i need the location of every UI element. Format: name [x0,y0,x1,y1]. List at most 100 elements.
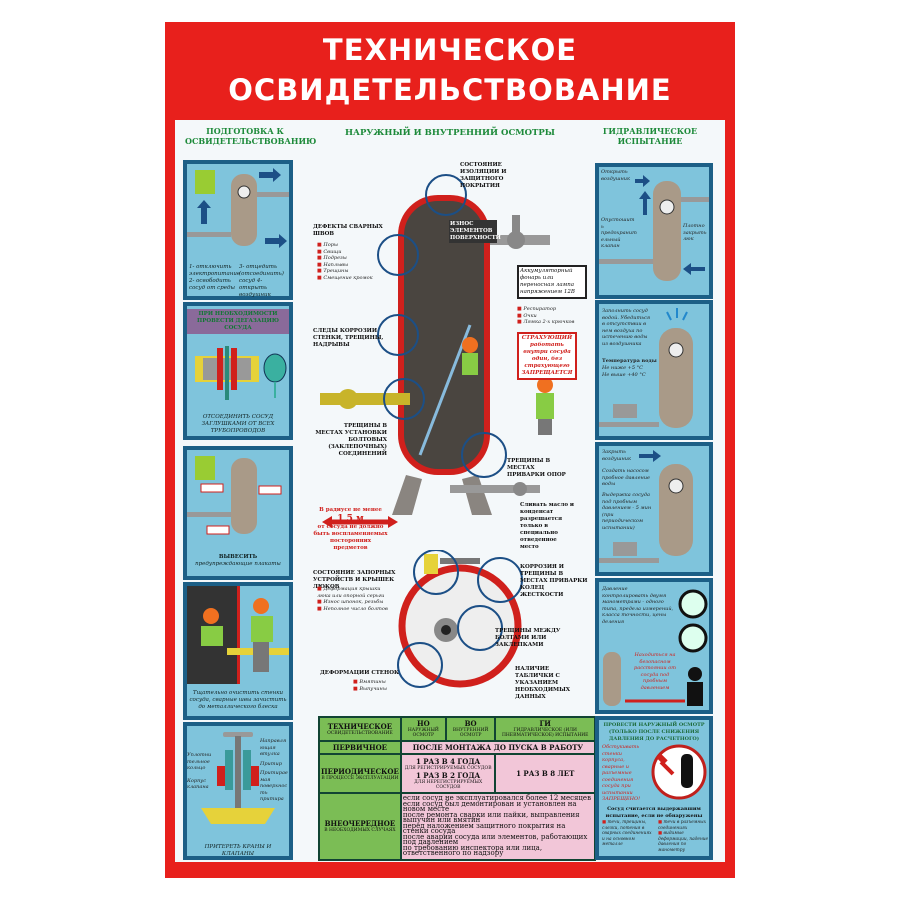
label: Направляющая втулка [260,738,287,757]
ppe-list: РеспираторОчкиЛямка 2-х крючков [517,306,574,326]
left-panel-valves: Направляющая втулка Притир Притираемая п… [183,722,293,860]
vessel-disconnect-illustration [187,168,289,248]
arrow-icon [639,450,661,462]
workers-cleaning-illustration [187,586,289,684]
list-item: Вмятины [353,679,387,686]
manhole-illustration [397,550,523,688]
center-column-heading: НАРУЖНЫЙ И ВНУТРЕННИЙ ОСМОТРЫ [345,128,555,138]
list-item: если сосуд был демонтирован и установлен… [402,799,577,814]
header-sub: НАРУЖНЫЙ ОСМОТР [407,728,439,739]
list-item: Лямка 2-х крючков [517,319,574,326]
list-item: Смещение кромок [317,275,372,282]
header-sub: ВНУТРЕННИЙ ОСМОТР [452,728,489,739]
label: Закрыть воздушник [602,449,631,462]
vessel-fill-illustration [599,308,693,428]
label-drain: Сливать масло и конденсат разрешается то… [520,502,575,550]
table-cell: ПОСЛЕ МОНТАЖА ДО ПУСКА В РАБОТУ [399,739,597,756]
panel-caption: 1- отключить электропитание 2- освободит… [189,264,241,291]
panel-heading: ПРОВЕСТИ НАРУЖНЫЙ ОСМОТР (ТОЛЬКО ПОСЛЕ С… [603,722,705,742]
label-weld-defects: ДЕФЕКТЫ СВАРНЫХ ШВОВ [313,224,383,237]
panel-caption-bold: ВЫВЕСИТЬ [218,554,258,560]
row-sub: В НЕОБХОДИМЫХ СЛУЧАЯХ [324,828,396,834]
label: Корпус клапана [187,777,209,791]
panel-caption: ПРИТЕРЕТЬ КРАНЫ И КЛАПАНЫ [204,844,272,857]
cell-sub: ДЛЯ НЕРЕГИСТРИРУЕМЫХ СОСУДОВ [414,780,483,791]
header-text: ГИ [539,719,551,729]
row-text: ПЕРИОДИЧЕСКОЕ [321,766,399,776]
list-item: Не выше +40 °С [602,371,646,378]
list-item: после ремонта сварки или пайки, выправле… [402,810,580,825]
panel-caption: Тщательно очистить стенки сосуда, сварны… [189,690,287,710]
list-item: Свищи [317,249,373,256]
label-rings: КОРРОЗИЯ И ТРЕЩИНЫ В МЕСТАХ ПРИВАРКИ КОЛ… [520,564,588,598]
vessel-cutaway-illustration [320,174,554,528]
list-item: Деформация крышки люка или опорной серьг… [317,586,395,599]
gauges-safety-illustration [603,589,708,706]
no-hammer-sign-icon [651,744,707,800]
label: Уплотнительное кольцо [187,752,212,771]
label-bolted: ТРЕЩИНЫ В МЕСТАХ УСТАНОВКИ БОЛТОВЫХ (ЗАК… [315,423,387,457]
table-cell: если сосуд не эксплуатировался более 12 … [399,791,597,862]
result-list: течи, трещины, слезки, потения в сварных… [602,820,710,853]
warning-box: СТРАХУЮЩИЙ работать внутри сосуда один, … [517,332,577,380]
weld-defects-list: ПорыСвищиПодрезыНаплывыТрещиныСмещение к… [317,242,373,282]
radius-text: от сосуда не должно быть воспламеняемых … [313,524,388,551]
warning-text: Обстукивать стенки корпуса, сварные и ра… [602,744,641,802]
label: Притираемая поверхность притира [260,770,288,802]
list-item: Подрезы [317,255,373,262]
left-column-heading: ПОДГОТОВКА К ОСВИДЕТЕЛЬСТВОВАНИЮ [185,126,317,146]
label-deform: ДЕФОРМАЦИИ СТЕНОК [319,670,399,676]
list-item: видимые деформации, падение давления по … [658,831,710,853]
poster: ТЕХНИЧЕСКОЕ ОСВИДЕТЕЛЬСТВОВАНИЕ ПОДГОТОВ… [165,22,735,878]
label-corrosion: СЛЕДЫ КОРРОЗИИ СТЕНКИ, ТРЕЩИНЫ, НАДРЫВЫ [313,328,384,348]
list-item: Износ шпонок, резьбы [317,599,395,606]
left-panel-disconnect: 1- отключить электропитание 2- освободит… [183,160,293,300]
list-item: Наплывы [317,262,373,269]
poster-body: ПОДГОТОВКА К ОСВИДЕТЕЛЬСТВОВАНИЮ НАРУЖНЫ… [175,120,725,862]
list-item: Не ниже +5 °С [602,365,643,371]
panel-caption: 3- отцедить (отсоединить) сосуд 4- откры… [239,264,284,298]
vessel-pressure-illustration [599,450,693,563]
panel-caption: ОТСОЕДИНИТЬ СОСУД ЗАГЛУШКАМИ ОТ ВСЕХ ТРУ… [201,414,275,434]
arrow-icon [683,263,705,275]
label: Плотно закрыть люк [683,223,707,242]
panel-text: Заполнить сосуд водой. Убедиться в отсут… [602,308,651,347]
list-item: перед наложением защитного покрытия на с… [402,821,566,836]
result-heading: Сосуд считается выдержавшим испытание, е… [605,806,703,819]
label: Выдержка сосуда под пробным давлением - … [602,492,652,531]
title-line-2: ОСВИДЕТЕЛЬСТВОВАНИЕ [228,73,672,107]
cell-text: 1 РАЗ В 4 ГОДА [415,757,481,767]
radius-note: В радиусе не менее 1,5 м от сосуда не до… [313,507,388,552]
list-item: после аварии сосуда или элементов, работ… [402,832,588,847]
label-bolts: ТРЕЩИНЫ МЕЖДУ БОЛТАМИ ИЛИ ЗАКЛЕПКАМИ [495,628,561,648]
list-item: Респиратор [517,306,574,313]
arrow-icon [259,168,281,182]
header-text: НО [417,719,430,729]
list-item: Очки [517,313,574,320]
row-sub: В ПРОЦЕССЕ ЭКСПЛУАТАЦИИ [321,775,399,781]
radius-text: В радиусе не менее [319,507,382,513]
arrow-icon [635,175,650,187]
title-line-1: ТЕХНИЧЕСКОЕ [322,33,578,67]
list-item: по требованию инспектора или лица, ответ… [402,843,543,858]
table-cell: 1 РАЗ В 8 ЛЕТ [494,753,596,794]
list-item: Трещины [317,268,373,275]
panel-heading: ПРИ НЕОБХОДИМОСТИ ПРОВЕСТИ ДЕГАЗАЦИЮ СОС… [187,309,289,334]
label-insulation: СОСТОЯНИЕ ИЗОЛЯЦИИ И ЗАЩИТНОГО ПОКРЫТИЯ [460,162,507,189]
right-column-heading: ГИДРАВЛИЧЕСКОЕ ИСПЫТАНИЕ [602,126,698,146]
arrow-icon [639,191,651,215]
left-panel-cleaning: Тщательно очистить стенки сосуда, сварны… [183,582,293,720]
label-wear: ИЗНОС ЭЛЕМЕНТОВ ПОВЕРХНОСТИ [449,220,501,243]
label-supports: ТРЕЩИНЫ В МЕСТАХ ПРИВАРКИ ОПОР [507,458,566,478]
vessel-warning-signs-illustration [187,456,282,535]
label: Создать насосом пробное давление воды [602,468,651,487]
list-item: течи, трещины, слезки, потения в сварных… [602,820,654,848]
arrow-icon [197,200,211,224]
valve-labels-left: Уплотнительное кольцо Корпус клапана [187,752,216,791]
valve-labels: Направляющая втулка Притир Притираемая п… [260,738,289,803]
